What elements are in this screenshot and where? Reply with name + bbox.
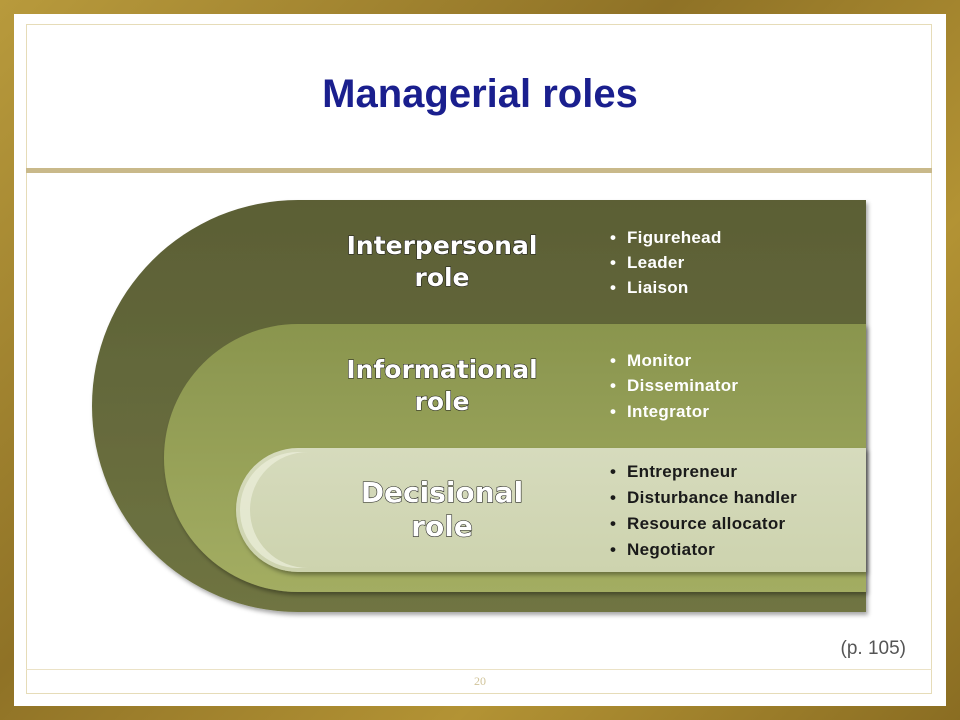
title-divider <box>26 168 932 173</box>
slide-title: Managerial roles <box>322 72 638 116</box>
bullet-dot: • <box>610 540 616 559</box>
decisional-label-line1: Decisional <box>361 476 523 509</box>
informational-label-line2: role <box>414 387 469 416</box>
interpersonal-item: Figurehead <box>627 228 722 247</box>
decisional-items: • Entrepreneur • Disturbance handler • R… <box>610 462 797 559</box>
page-reference: (p. 105) <box>840 638 906 659</box>
informational-item: Integrator <box>627 402 709 421</box>
informational-label-line1: Informational <box>346 355 537 384</box>
informational-items: • Monitor • Disseminator • Integrator <box>610 351 738 421</box>
interpersonal-label-line2: role <box>414 263 469 292</box>
bullet-dot: • <box>610 488 616 507</box>
footer-divider <box>26 669 932 670</box>
interpersonal-label-line1: Interpersonal <box>347 231 538 260</box>
decisional-item: Disturbance handler <box>627 488 797 507</box>
interpersonal-item: Leader <box>627 253 685 272</box>
decisional-label-line2: role <box>411 510 473 543</box>
decisional-item: Entrepreneur <box>627 462 737 481</box>
bullet-dot: • <box>610 376 616 395</box>
decisional-item: Resource allocator <box>627 514 786 533</box>
informational-item: Monitor <box>627 351 691 370</box>
slide-number: 20 <box>474 674 486 688</box>
informational-item: Disseminator <box>627 376 738 395</box>
bullet-dot: • <box>610 402 616 421</box>
interpersonal-item: Liaison <box>627 278 689 297</box>
bullet-dot: • <box>610 278 616 297</box>
slide-inner-border <box>26 24 932 694</box>
bullet-dot: • <box>610 514 616 533</box>
bullet-dot: • <box>610 228 616 247</box>
decisional-curve-highlight <box>240 452 308 568</box>
decisional-band <box>236 448 866 572</box>
bullet-dot: • <box>610 351 616 370</box>
decisional-item: Negotiator <box>627 540 715 559</box>
interpersonal-items: • Figurehead • Leader • Liaison <box>610 228 722 297</box>
bullet-dot: • <box>610 462 616 481</box>
bullet-dot: • <box>610 253 616 272</box>
